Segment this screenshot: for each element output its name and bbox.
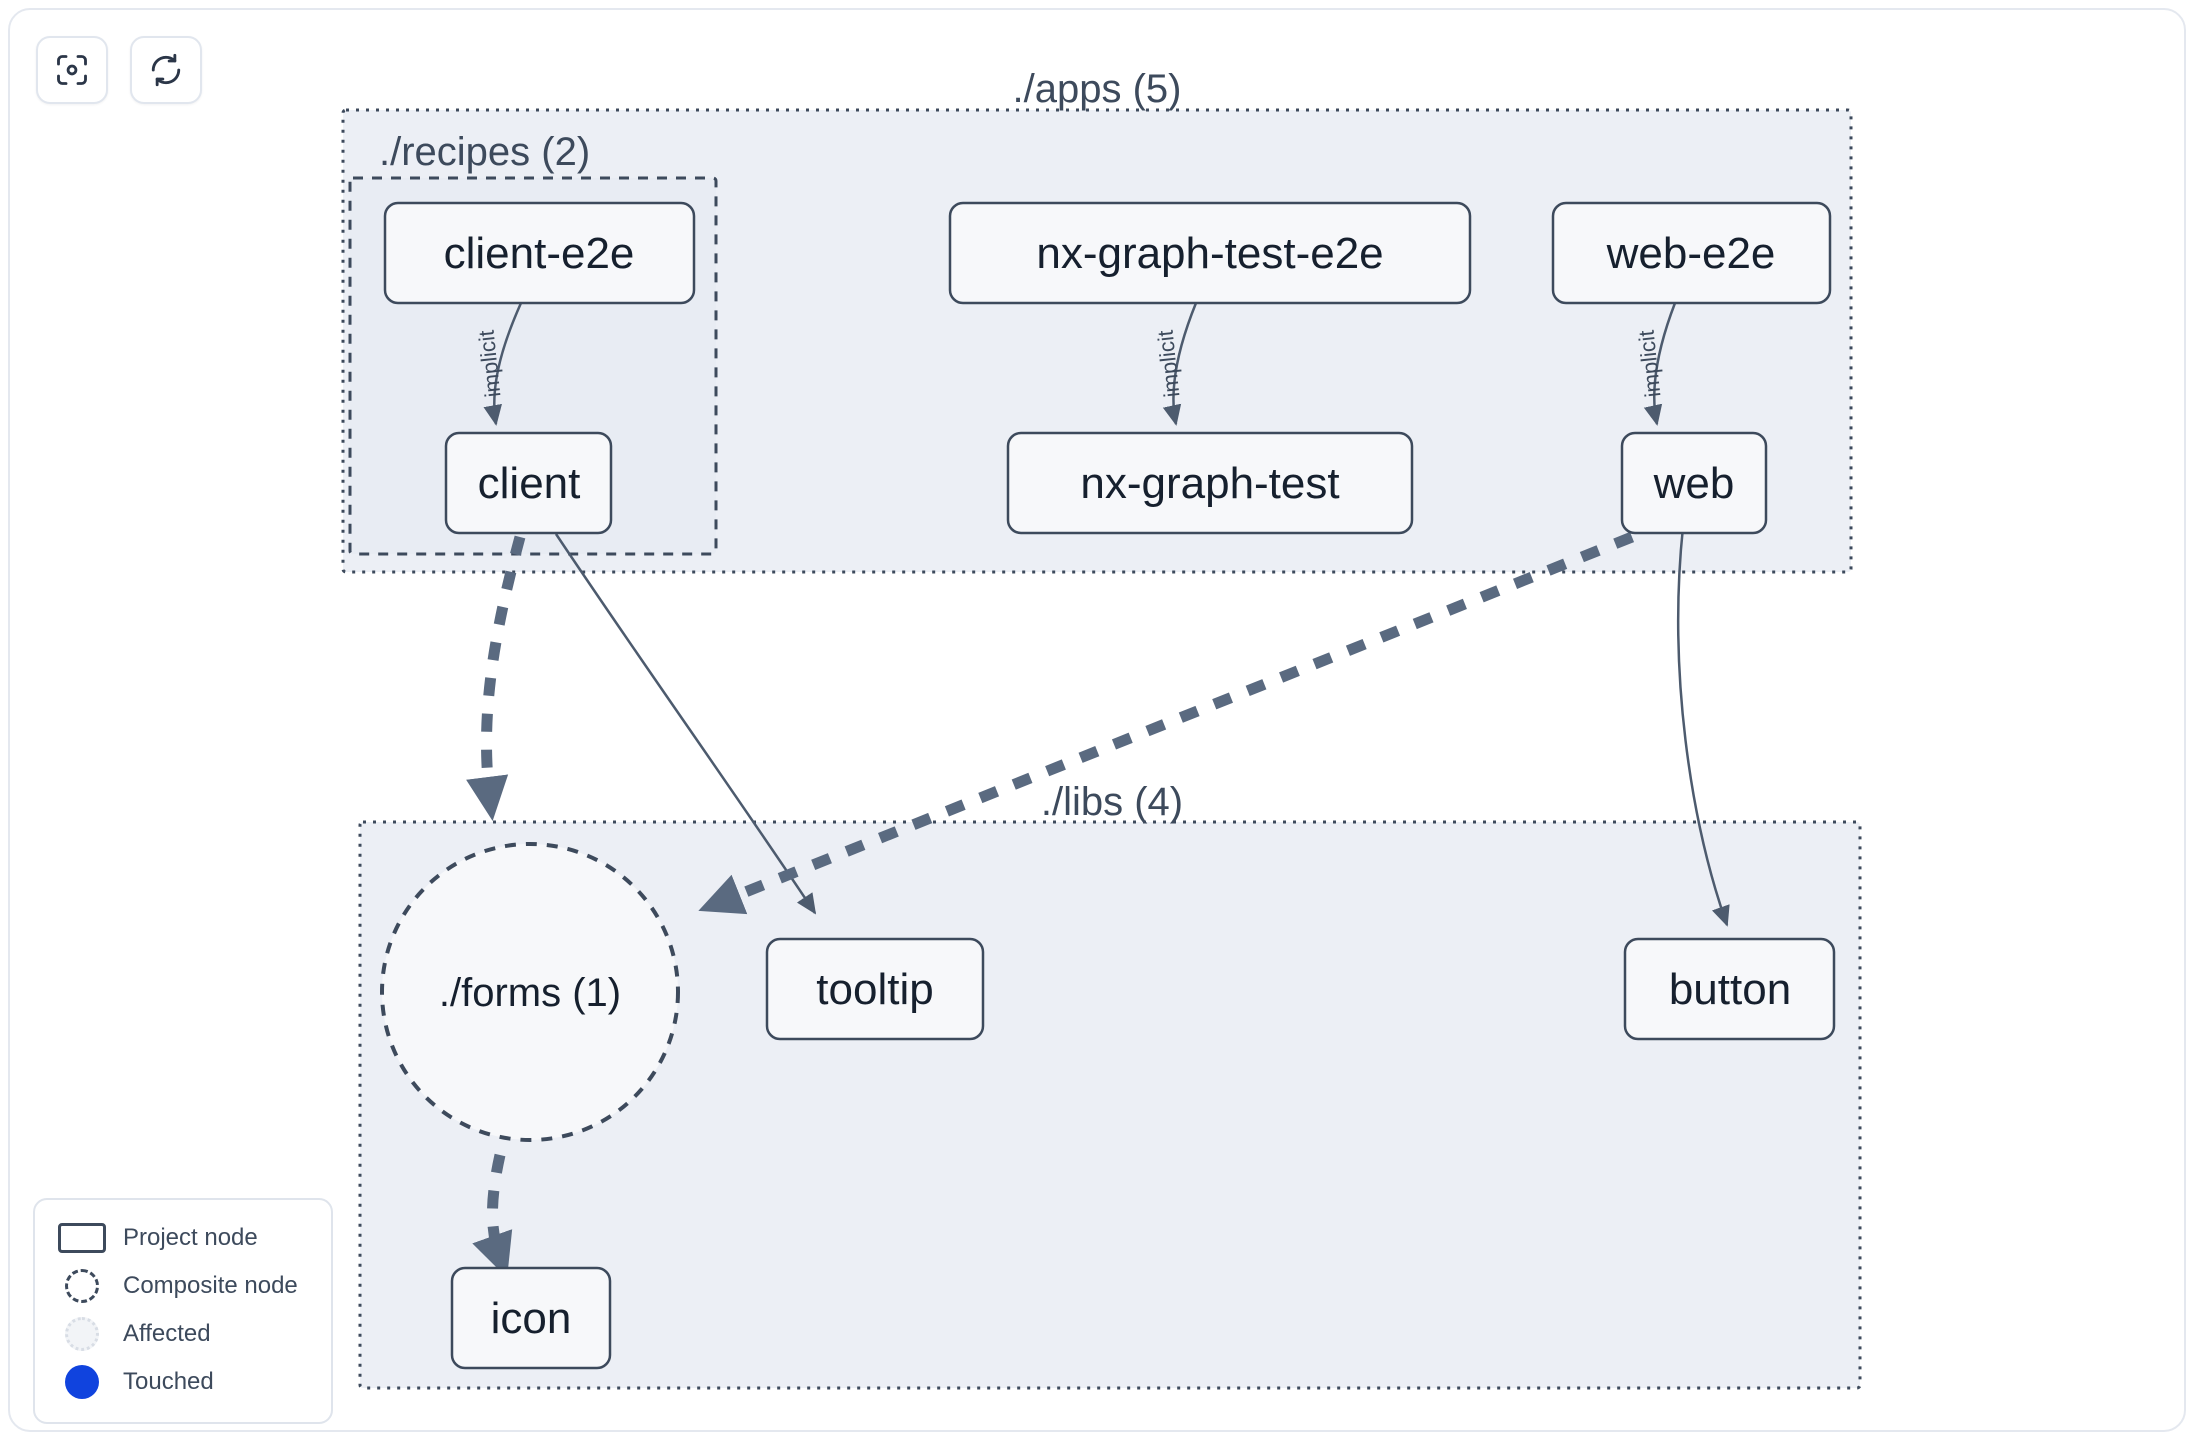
legend-item-touched: Touched bbox=[53, 1358, 313, 1406]
legend-label-affected: Affected bbox=[123, 1320, 211, 1347]
node-nx-graph-test-rect[interactable] bbox=[1006, 431, 1414, 535]
group-apps-box[interactable] bbox=[341, 108, 1853, 574]
node-icon[interactable]: icon bbox=[450, 1266, 612, 1370]
node-client-label: client bbox=[478, 459, 581, 508]
edge-web-to-button-path[interactable] bbox=[1677, 526, 1730, 927]
node-nx-graph-test-e2e-rect[interactable] bbox=[948, 201, 1472, 305]
node-web-rect[interactable] bbox=[1620, 431, 1768, 535]
node-web-label: web bbox=[1653, 459, 1735, 508]
node-web[interactable]: web bbox=[1620, 431, 1768, 535]
node-nx-graph-test[interactable]: nx-graph-test bbox=[1006, 431, 1414, 535]
node-forms-composite[interactable]: ./forms (1) bbox=[380, 842, 680, 1142]
edge-forms-to-icon-path[interactable] bbox=[472, 1153, 513, 1278]
edge-client-to-forms-path[interactable] bbox=[466, 535, 526, 822]
node-nx-graph-test-label: nx-graph-test bbox=[1080, 459, 1339, 508]
edge-client-to-tooltip[interactable] bbox=[554, 533, 817, 915]
graph-toolbar bbox=[36, 36, 202, 104]
node-client-e2e-rect[interactable] bbox=[383, 201, 696, 305]
graph-legend: Project node Composite node Affected Tou… bbox=[33, 1198, 333, 1424]
node-button-label: button bbox=[1669, 965, 1791, 1014]
legend-label-touched: Touched bbox=[123, 1368, 214, 1395]
edge-client-e2e-to-client-path[interactable] bbox=[483, 302, 523, 426]
legend-item-affected: Affected bbox=[53, 1310, 313, 1358]
edge-web-to-button[interactable] bbox=[1677, 526, 1730, 927]
node-client[interactable]: client bbox=[444, 431, 613, 535]
group-libs[interactable]: ./libs (4) bbox=[358, 780, 1862, 1390]
group-recipes-label: ./recipes (2) bbox=[379, 130, 590, 174]
node-nx-graph-test-e2e-label: nx-graph-test-e2e bbox=[1036, 229, 1383, 278]
refresh-graph-button[interactable] bbox=[130, 36, 202, 104]
legend-label-composite-node: Composite node bbox=[123, 1272, 298, 1299]
edge-forms-to-icon[interactable] bbox=[472, 1153, 513, 1278]
group-libs-label: ./libs (4) bbox=[1041, 780, 1183, 824]
affected-swatch-icon bbox=[53, 1317, 111, 1351]
node-web-e2e-rect[interactable] bbox=[1551, 201, 1832, 305]
legend-item-project-node: Project node bbox=[53, 1214, 313, 1262]
group-apps[interactable]: ./apps (5) bbox=[341, 67, 1853, 574]
node-forms-circle[interactable] bbox=[380, 842, 680, 1142]
node-button[interactable]: button bbox=[1623, 937, 1836, 1041]
node-web-e2e-label: web-e2e bbox=[1606, 229, 1776, 278]
project-node-swatch-icon bbox=[53, 1223, 111, 1253]
edge-nx-e2e-to-nx-path[interactable] bbox=[1162, 302, 1198, 426]
node-forms-label: ./forms (1) bbox=[439, 971, 621, 1015]
node-icon-label: icon bbox=[491, 1294, 572, 1343]
node-client-e2e[interactable]: client-e2e bbox=[383, 201, 696, 305]
refresh-icon bbox=[148, 52, 184, 88]
touched-swatch-icon bbox=[53, 1365, 111, 1399]
group-libs-box[interactable] bbox=[358, 820, 1862, 1390]
node-tooltip-rect[interactable] bbox=[765, 937, 985, 1041]
node-button-rect[interactable] bbox=[1623, 937, 1836, 1041]
legend-item-composite-node: Composite node bbox=[53, 1262, 313, 1310]
node-client-e2e-label: client-e2e bbox=[444, 229, 635, 278]
focus-target-icon bbox=[54, 52, 90, 88]
node-tooltip-label: tooltip bbox=[816, 965, 933, 1014]
node-web-e2e[interactable]: web-e2e bbox=[1551, 201, 1832, 305]
focus-graph-button[interactable] bbox=[36, 36, 108, 104]
node-icon-rect[interactable] bbox=[450, 1266, 612, 1370]
composite-node-swatch-icon bbox=[53, 1269, 111, 1303]
edge-client-to-forms[interactable] bbox=[466, 535, 526, 822]
legend-label-project-node: Project node bbox=[123, 1224, 258, 1251]
group-apps-label: ./apps (5) bbox=[1013, 67, 1182, 111]
node-client-rect[interactable] bbox=[444, 431, 613, 535]
edge-web-e2e-to-web-path[interactable] bbox=[1643, 302, 1677, 426]
edge-client-to-tooltip-path[interactable] bbox=[554, 533, 817, 915]
node-nx-graph-test-e2e[interactable]: nx-graph-test-e2e bbox=[948, 201, 1472, 305]
node-tooltip[interactable]: tooltip bbox=[765, 937, 985, 1041]
